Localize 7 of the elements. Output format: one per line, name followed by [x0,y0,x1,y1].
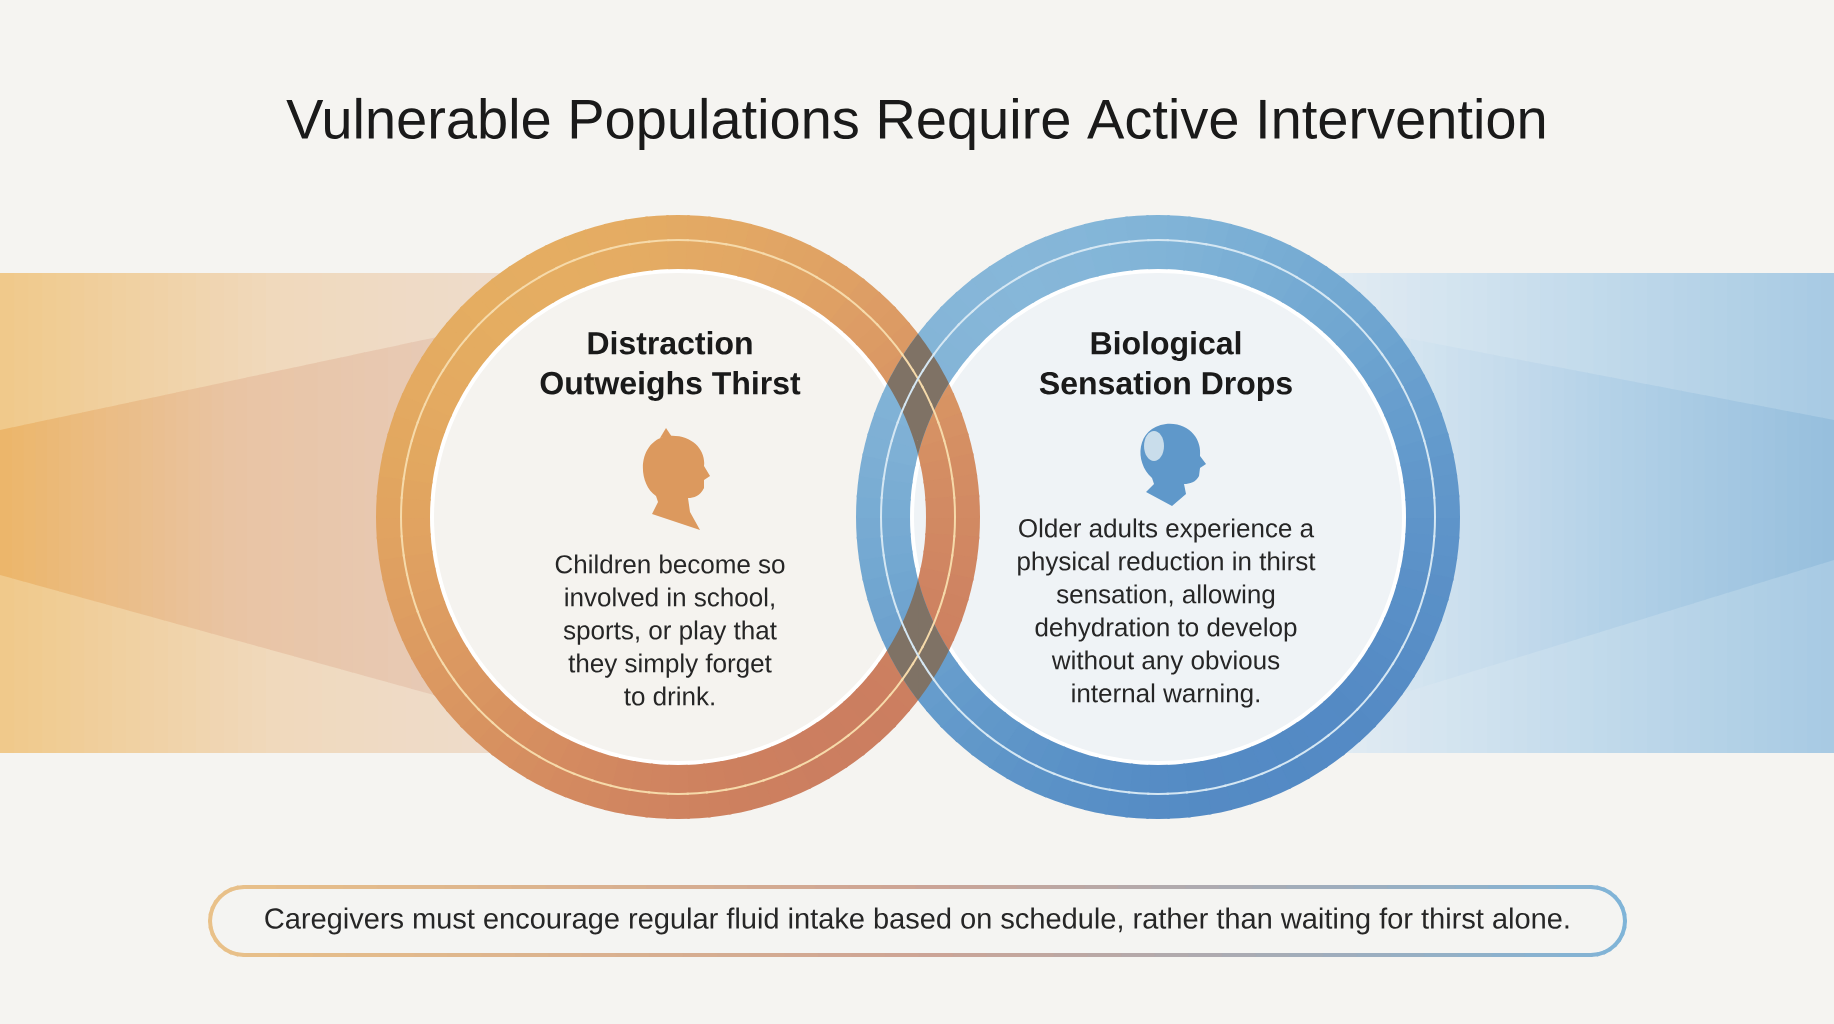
body-text: Older adults experience a physical reduction in thirst sensation, allowing dehydration to develop without any obvious internal warning. [1018,518,1316,708]
panel-heading: Distraction Outweighs Thirst [540,331,801,401]
note-box [208,885,1627,957]
note-text: Caregivers must encourage regular fluid intake based on schedule, rather than waiting for thirst alone. [265,907,1569,935]
body-text: Children become so involved in school, sports, or play that they simply forget to drink. [555,554,785,706]
panel-heading: Biological Sensation Drops [1039,331,1292,401]
title: Vulnerable Populations Require Active Intervention [286,97,1545,151]
